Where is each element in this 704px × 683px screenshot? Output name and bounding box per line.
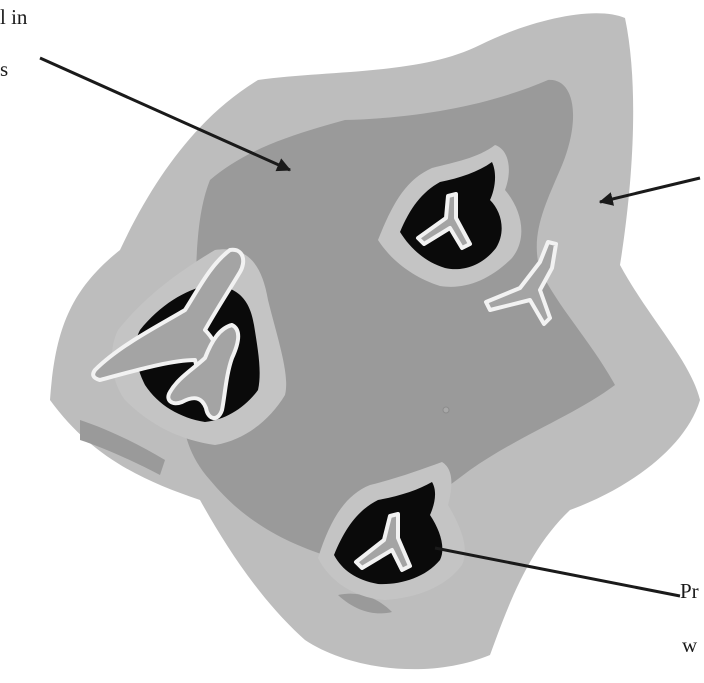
center-dot (443, 407, 449, 413)
label-top-left-line1: l in (0, 5, 28, 29)
label-bottom-right-line2: w (682, 633, 698, 657)
label-bottom-right-line1: Pr (680, 579, 699, 603)
label-top-left-line2: s (0, 57, 8, 81)
